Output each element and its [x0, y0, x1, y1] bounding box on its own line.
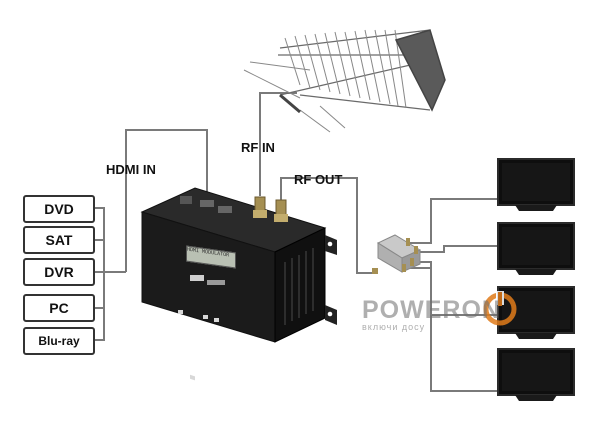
- rf-out-connector-icon: [274, 199, 288, 222]
- connection-lines: [95, 92, 498, 392]
- rf-in-connector-icon: [253, 196, 267, 218]
- rf-out-cable-line: [280, 177, 375, 274]
- rf-out-label: RF OUT: [294, 172, 343, 187]
- source-dvd-label: DVD: [44, 201, 74, 217]
- tv1-cable-line: [408, 198, 498, 244]
- hdmi-in-label: HDMI IN: [106, 162, 156, 177]
- tv-icon-4: [497, 348, 575, 401]
- tv-icon-1: [497, 158, 575, 211]
- watermark-brand: POWERON: [362, 296, 501, 324]
- watermark-tagline: включи досу: [362, 322, 426, 332]
- source-sat: SAT: [23, 226, 95, 254]
- source-dvd: DVD: [23, 195, 95, 223]
- antenna-icon: [243, 29, 446, 133]
- vent-slots: [284, 248, 314, 325]
- tv2-cable-line: [419, 245, 498, 253]
- hdmi-modulator-device: [140, 187, 337, 381]
- hdmi-cable-line: [125, 129, 208, 272]
- rf-in-label: RF IN: [241, 140, 275, 155]
- rf-in-cable-line: [259, 92, 297, 196]
- rf-splitter-icon: [372, 234, 422, 274]
- source-dvr-label: DVR: [44, 264, 74, 280]
- front-buttons: [178, 310, 219, 381]
- source-pc-label: PC: [49, 300, 69, 316]
- source-sat-label: SAT: [45, 232, 73, 248]
- source-pc: PC: [23, 294, 95, 322]
- source-bluray-label: Blu-ray: [38, 334, 80, 348]
- tv-icon-2: [497, 222, 575, 275]
- source-dvr: DVR: [23, 258, 95, 286]
- source-bluray: Blu-ray: [23, 327, 95, 355]
- power-logo-icon: [483, 291, 517, 326]
- antenna-reflector: [394, 29, 446, 112]
- source-bracket-line: [95, 207, 105, 341]
- tv-icon-3: [497, 286, 575, 339]
